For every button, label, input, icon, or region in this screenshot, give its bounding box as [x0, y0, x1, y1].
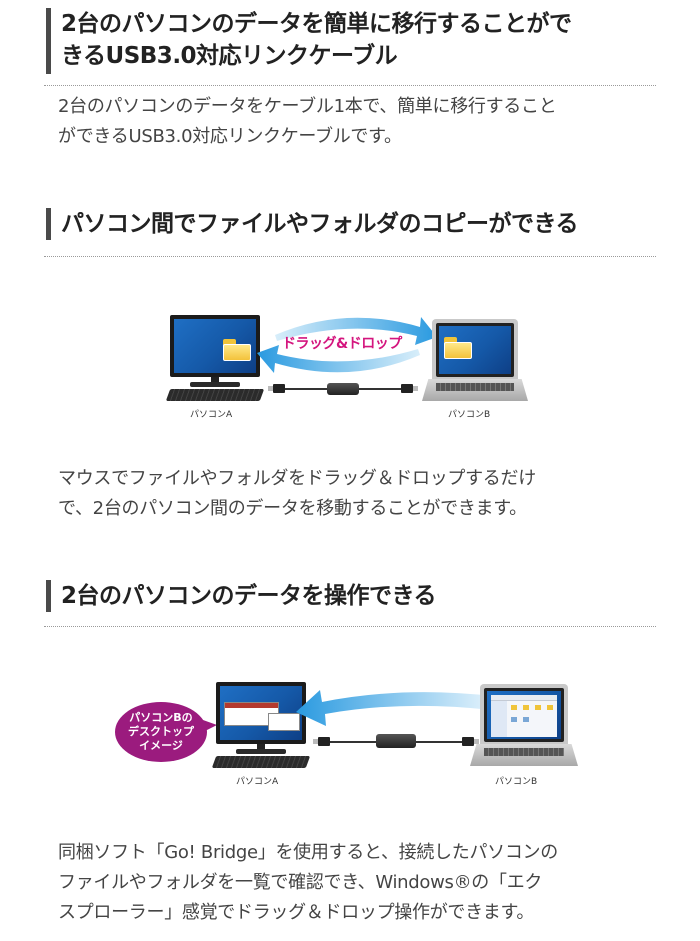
section-1-heading-line1: 2台のパソコンのデータを簡単に移行することがで	[61, 11, 572, 37]
desktop-image-bubble: パソコンBの デスクトップ イメージ	[115, 702, 207, 762]
section-3-body: 同梱ソフト「Go! Bridge」を使用すると、接続したパソコンの ファイルやフ…	[58, 838, 658, 928]
section-3-heading-text: 2台のパソコンのデータを操作できる	[61, 583, 437, 609]
drag-drop-label: ドラッグ&ドロップ	[282, 336, 402, 352]
folder-icon	[223, 339, 251, 361]
pc-b-label: パソコンB	[495, 777, 538, 787]
desktop-image-illustration: パソコンBの デスクトップ イメージ パソコンA	[110, 678, 580, 788]
section-1-heading-line2: きるUSB3.0対応リンクケーブル	[61, 43, 398, 69]
section-3-body-line1: 同梱ソフト「Go! Bridge」を使用すると、接続したパソコンの	[58, 842, 558, 863]
section-1-body-line2: ができるUSB3.0対応リンクケーブルです。	[58, 126, 402, 147]
section-3-body-line3: スプローラー」感覚でドラッグ＆ドロップ操作ができます。	[58, 902, 535, 923]
pc-a-label: パソコンA	[236, 777, 279, 787]
section-3-body-line2: ファイルやフォルダを一覧で確認でき、Windows®の「エク	[58, 872, 543, 893]
section-2-heading-text: パソコン間でファイルやフォルダのコピーができる	[61, 211, 579, 237]
section-1-body: 2台のパソコンのデータをケーブル1本で、簡単に移行すること ができるUSB3.0…	[58, 92, 658, 152]
section-2-divider	[44, 256, 656, 257]
bubble-tail	[203, 720, 217, 732]
section-1-heading: 2台のパソコンのデータを簡単に移行することがで きるUSB3.0対応リンクケーブ…	[46, 8, 572, 74]
pc-a-label: パソコンA	[190, 410, 233, 420]
section-3-heading: 2台のパソコンのデータを操作できる	[46, 580, 437, 612]
file-explorer-window-icon	[491, 695, 557, 737]
drag-drop-illustration: パソコンA ドラッグ&ドロップ パ	[160, 305, 540, 425]
section-1-body-line1: 2台のパソコンのデータをケーブル1本で、簡単に移行すること	[58, 96, 557, 117]
pc-b-label: パソコンB	[448, 410, 491, 420]
folder-icon	[444, 337, 472, 359]
section-2-body: マウスでファイルやフォルダをドラッグ＆ドロップするだけ で、2台のパソコン間のデ…	[58, 464, 658, 524]
section-1-divider	[44, 85, 656, 86]
bubble-line2: デスクトップ	[128, 725, 194, 738]
bidirectional-arrow-icon	[257, 317, 437, 373]
section-2-body-line2: で、2台のパソコン間のデータを移動することができます。	[58, 498, 527, 519]
bubble-line1: パソコンBの	[129, 711, 193, 724]
section-3-divider	[44, 626, 656, 627]
bubble-line3: イメージ	[139, 739, 183, 752]
section-2-heading: パソコン間でファイルやフォルダのコピーができる	[46, 208, 579, 240]
arrow-left-icon	[296, 690, 492, 726]
section-2-body-line1: マウスでファイルやフォルダをドラッグ＆ドロップするだけ	[58, 468, 536, 489]
